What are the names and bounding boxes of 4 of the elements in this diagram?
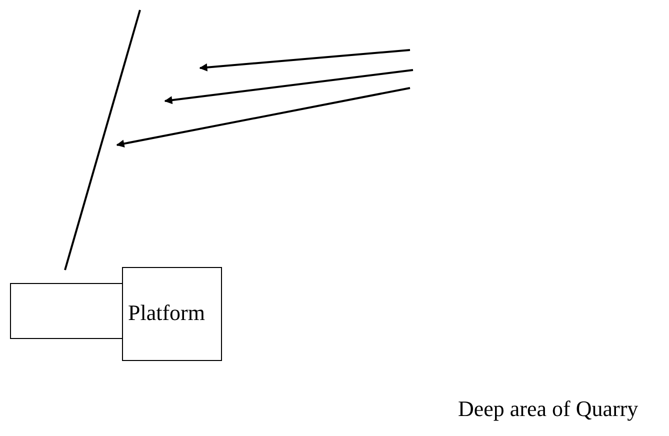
rectangle-box (10, 283, 123, 339)
area-label: Deep area of Quarry (458, 396, 638, 422)
platform-box (122, 267, 222, 361)
box-label: Platform (128, 300, 205, 326)
